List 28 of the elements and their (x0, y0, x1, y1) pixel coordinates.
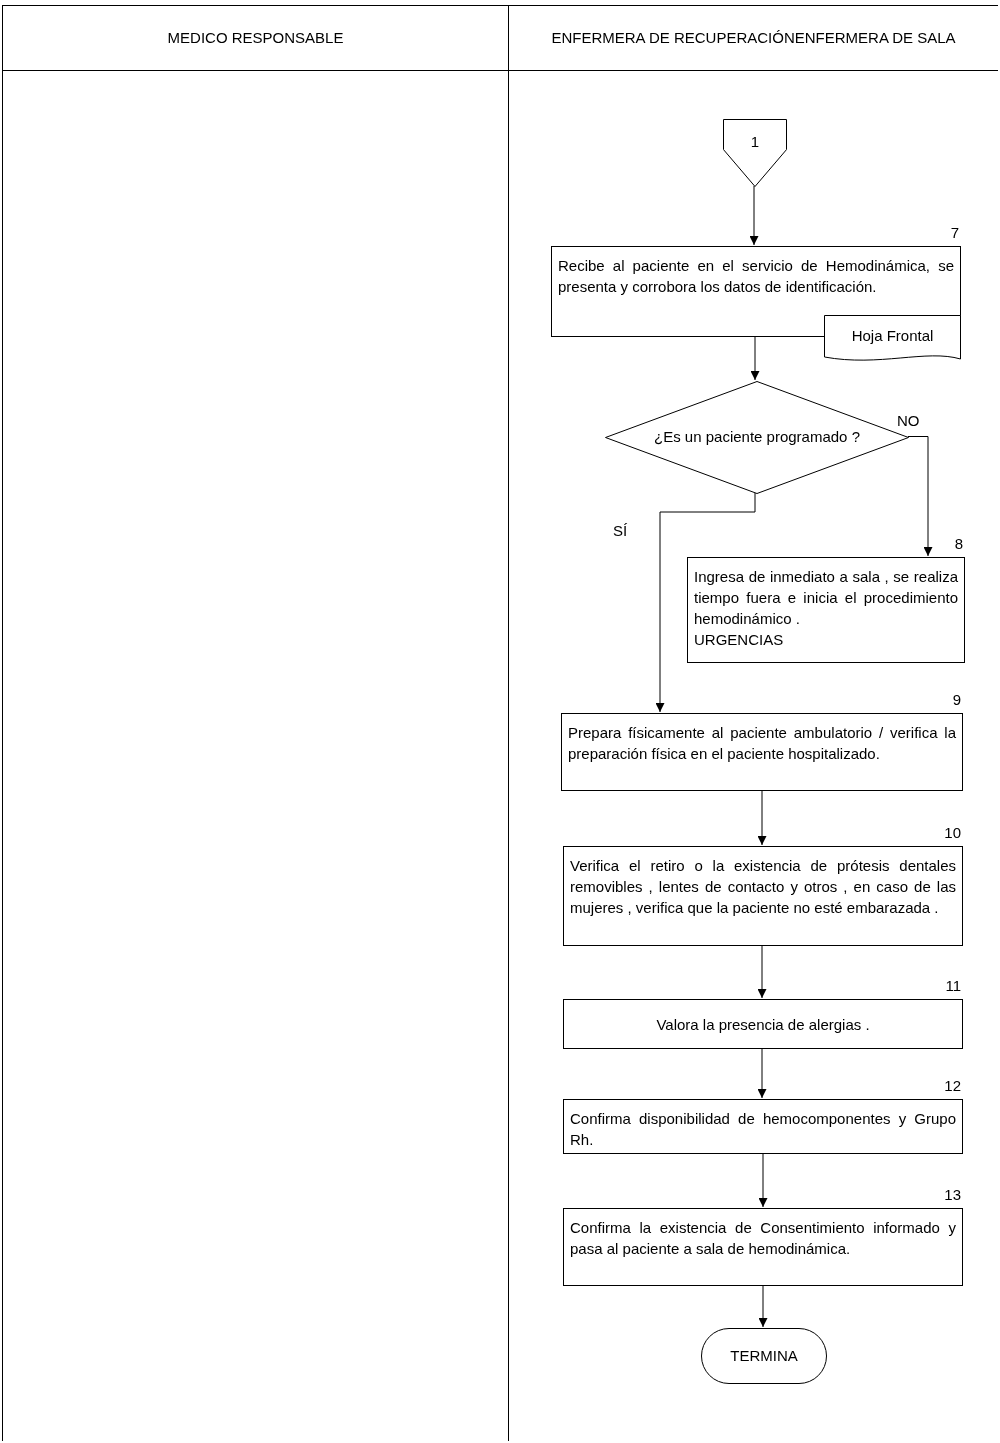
arrow (758, 1284, 768, 1328)
arrow (750, 335, 760, 381)
process-box: Ingresa de inmediato a sala , se realiza tiempo fuera e inicia el procedimiento hemodinámico . URGENCIAS (687, 557, 965, 663)
step-number: 11 (944, 976, 961, 996)
swimlane (2, 5, 508, 1441)
arrow (757, 944, 767, 999)
arrow (757, 1047, 767, 1099)
step-number: 8 (953, 534, 963, 554)
swimlane (508, 5, 998, 1441)
step-number: 9 (951, 690, 961, 710)
process-box: Verifica el retiro o la existencia de prótesis dentales removibles , lentes de contacto y otros , en caso de las mujeres , verifica que la paciente no esté embarazada . (563, 846, 963, 946)
arrow (758, 1152, 768, 1208)
step-number: 7 (949, 223, 959, 243)
arrow (655, 492, 756, 713)
arrow (907, 436, 933, 557)
arrow (757, 789, 767, 846)
lane-header: MEDICO RESPONSABLE (3, 6, 508, 71)
process-box: Confirma disponibilidad de hemocomponentes y Grupo Rh. (563, 1099, 963, 1154)
arrow (749, 185, 759, 246)
process-box: Confirma la existencia de Consentimiento informado y pasa al paciente a sala de hemodinámica. (563, 1208, 963, 1286)
step-number: 12 (943, 1076, 961, 1096)
step-number: 13 (943, 1185, 961, 1205)
process-box: Prepara físicamente al paciente ambulatorio / verifica la preparación física en el paciente hospitalizado. (561, 713, 963, 791)
lane-header: ENFERMERA DE RECUPERACIÓNENFERMERA DE SALA (509, 6, 998, 71)
step-number: 10 (943, 823, 961, 843)
terminator: TERMINA (701, 1328, 827, 1384)
off-page-connector: 1 (723, 119, 787, 187)
process-box: Valora la presencia de alergias . (563, 999, 963, 1049)
